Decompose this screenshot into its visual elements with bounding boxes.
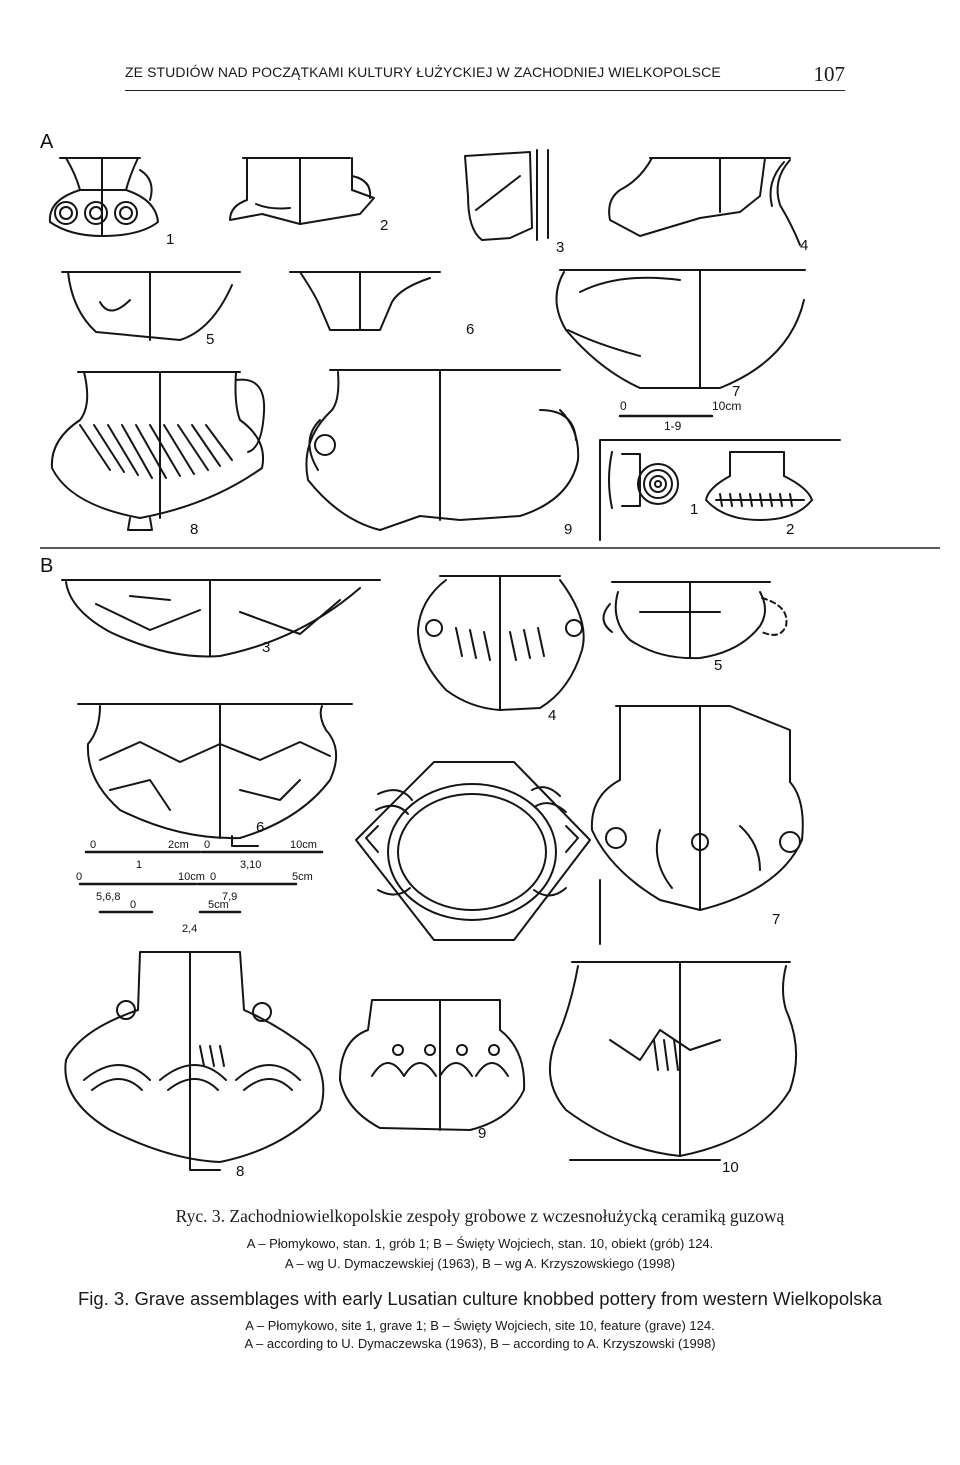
vessel-b9-drawing — [339, 999, 526, 1131]
scale-b-length-4: 5cm — [292, 871, 313, 883]
running-title: ZE STUDIÓW NAD POCZĄTKAMI KULTURY ŁUŻYCK… — [125, 64, 721, 80]
scale-b-length-1: 2cm — [168, 839, 189, 851]
label-a5: 5 — [206, 331, 214, 348]
panel-label-b: B — [40, 555, 53, 577]
vessel-b6-drawing — [77, 703, 353, 847]
label-a1: 1 — [166, 231, 174, 248]
scale-b-items-2-4: 2,4 — [182, 923, 197, 935]
scale-b-zero-4: 0 — [210, 871, 216, 883]
scale-b-items-1: 1 — [136, 859, 142, 871]
label-b10: 10 — [722, 1159, 739, 1176]
vessel-b3-drawing — [61, 579, 381, 658]
label-a4: 4 — [800, 237, 808, 254]
panel-label-a: A — [40, 131, 54, 153]
label-a9: 9 — [564, 521, 572, 538]
scale-b-items-5-6-8: 5,6,8 — [96, 891, 120, 903]
vessel-a5-drawing — [61, 271, 241, 341]
vessel-a1-drawing — [48, 157, 159, 237]
label-b9: 9 — [478, 1125, 486, 1142]
label-a-inset-1: 1 — [690, 501, 698, 518]
scale-b-length-5: 5cm — [208, 899, 229, 911]
scale-b-zero-3: 0 — [76, 871, 82, 883]
scale-b-length-2: 10cm — [290, 839, 317, 851]
scale-b-zero-5: 0 — [130, 899, 136, 911]
caption-en-title: Fig. 3. Grave assemblages with early Lus… — [77, 1288, 883, 1309]
label-b8: 8 — [236, 1163, 244, 1180]
label-b4: 4 — [548, 707, 556, 724]
vessel-a2-drawing — [229, 157, 375, 225]
label-a2: 2 — [380, 217, 388, 234]
vessel-a4-drawing — [608, 157, 801, 246]
caption-pl-line-1: A – Płomykowo, stan. 1, grób 1; B – Świę… — [246, 1236, 714, 1251]
label-b3: 3 — [262, 639, 270, 656]
vessel-a8-drawing — [50, 371, 266, 531]
scale-b-items-3-10: 3,10 — [240, 859, 261, 871]
label-a7: 7 — [732, 383, 740, 400]
vessel-b5-drawing — [602, 581, 788, 660]
rosette-b-drawing — [355, 761, 591, 941]
scale-a-length: 10cm — [712, 399, 741, 413]
inset-a-drawing — [599, 439, 841, 541]
vessel-a7-drawing — [555, 269, 806, 389]
vessel-b8-drawing — [64, 951, 325, 1171]
vessel-a9-drawing — [305, 369, 580, 531]
pottery-drawings: A B 1 2 3 4 5 6 7 8 9 1 2 0 10cm 1-9 3 4… — [40, 131, 940, 1180]
vessel-a3-drawing — [464, 149, 549, 241]
scale-bars-b — [78, 850, 324, 914]
caption-en-line-1: A – Płomykowo, site 1, grave 1; B – Świę… — [245, 1318, 715, 1333]
label-a8: 8 — [190, 521, 198, 538]
page-header: ZE STUDIÓW NAD POCZĄTKAMI KULTURY ŁUŻYCK… — [125, 60, 845, 91]
scale-a-items: 1-9 — [664, 419, 682, 433]
caption-en-line-2: A – according to U. Dymaczewska (1963), … — [244, 1336, 716, 1351]
label-a6: 6 — [466, 321, 474, 338]
vessel-b4-drawing — [417, 575, 585, 711]
page-number: 107 — [813, 62, 846, 86]
label-b7: 7 — [772, 911, 780, 928]
caption-pl-title: Ryc. 3. Zachodniowielkopolskie zespoły g… — [175, 1206, 785, 1226]
label-a3: 3 — [556, 239, 564, 256]
label-b5: 5 — [714, 657, 722, 674]
scale-b-zero-1: 0 — [90, 839, 96, 851]
vessel-b7-drawing — [590, 705, 804, 945]
scale-b-length-3: 10cm — [178, 871, 205, 883]
label-b6: 6 — [256, 819, 264, 836]
scale-a-zero: 0 — [620, 399, 627, 413]
scale-b-items-7-9: 7,9 — [222, 891, 237, 903]
label-a-inset-2: 2 — [786, 521, 794, 538]
figure-plate: A B 1 2 3 4 5 6 7 8 9 1 2 0 10cm 1-9 3 4… — [40, 131, 940, 1180]
vessel-b10-drawing — [549, 961, 798, 1161]
scale-b-zero-2: 0 — [204, 839, 210, 851]
vessel-a6-drawing — [289, 271, 441, 331]
caption-pl-line-2: A – wg U. Dymaczewskiej (1963), B – wg A… — [284, 1256, 676, 1271]
